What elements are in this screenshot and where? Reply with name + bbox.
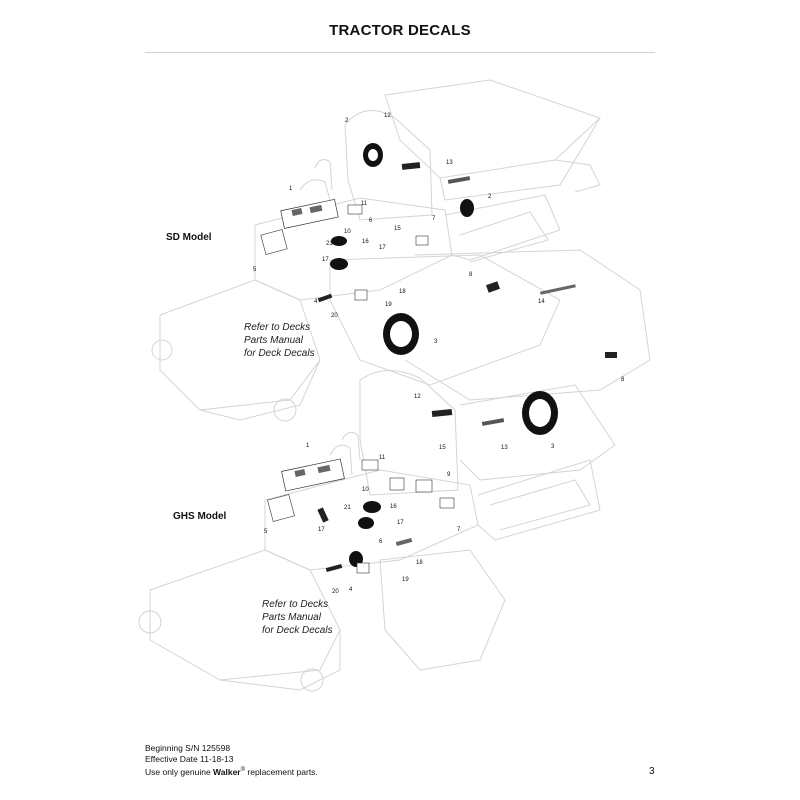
callout-number: 8: [621, 377, 625, 383]
callout-number: 17: [318, 527, 325, 533]
registered-mark: ®: [240, 767, 246, 773]
page-title: TRACTOR DECALS: [329, 22, 471, 39]
callout-number: 16: [390, 504, 397, 510]
genuine-parts-text: Use only genuine Walker® replacement par…: [145, 765, 318, 778]
genuine-prefix: Use only genuine: [145, 766, 214, 777]
callout-number: 4: [314, 299, 318, 305]
callout-number: 1: [306, 443, 310, 449]
callout-number: 3: [434, 339, 438, 345]
walker-logo-icon: [460, 199, 474, 217]
callout-number: 3: [551, 444, 555, 450]
callout-number: 9: [447, 472, 451, 478]
note-line: Refer to Decks: [244, 322, 311, 333]
note-line: Refer to Decks: [262, 599, 329, 610]
callout-number: 19: [402, 577, 409, 583]
serial-number-text: Beginning S/N 125598: [145, 743, 231, 753]
callout-number: 12: [414, 394, 421, 400]
callout-number: 21: [326, 241, 333, 247]
callout-number: 17: [397, 520, 404, 526]
callout-number: 8: [469, 272, 473, 278]
callout-number: 6: [379, 539, 383, 545]
callout-number: 20: [332, 589, 339, 595]
callout-number: 4: [349, 587, 353, 593]
callout-number: 13: [501, 445, 508, 451]
callout-number: 5: [264, 529, 268, 535]
sd-tractor-outline: [151, 79, 651, 422]
callout-number: 1: [289, 186, 293, 192]
callout-number: 21: [344, 505, 351, 511]
brand-name: Walker: [213, 766, 241, 777]
sd-decals: [260, 143, 617, 435]
callout-number: 18: [399, 289, 406, 295]
genuine-suffix: replacement parts.: [245, 766, 318, 777]
callout-number: 6: [369, 218, 373, 224]
page-number: 3: [649, 766, 655, 777]
ghs-decals: [267, 408, 505, 574]
callout-number: 5: [253, 267, 257, 273]
callout-number: 11: [379, 455, 386, 461]
callout-number: 16: [362, 239, 369, 245]
footer-info: Beginning S/N 125598 Effective Date 11-1…: [145, 743, 318, 778]
note-line: Parts Manual: [244, 335, 303, 346]
callout-number: 10: [344, 229, 351, 235]
callout-number: 20: [331, 313, 338, 319]
callout-number: 17: [379, 245, 386, 251]
sd-callouts: 2 12 13 1 11 2 6 10 16 15 7 21 17 5 17 8…: [253, 113, 625, 383]
note-line: Parts Manual: [262, 612, 321, 623]
sd-deck-decals-note: Refer to Decks Parts Manual for Deck Dec…: [244, 321, 315, 360]
ghs-deck-decals-note: Refer to Decks Parts Manual for Deck Dec…: [262, 598, 333, 637]
note-line: for Deck Decals: [262, 625, 333, 636]
callout-number: 12: [384, 113, 391, 119]
ghs-tractor-outline: [138, 369, 616, 692]
callout-number: 10: [362, 487, 369, 493]
callout-number: 2: [345, 118, 349, 124]
callout-number: 11: [361, 201, 368, 207]
callout-number: 19: [385, 302, 392, 308]
sd-model-label: SD Model: [166, 232, 212, 243]
callout-number: 18: [416, 560, 423, 566]
callout-number: 15: [439, 445, 446, 451]
effective-date-text: Effective Date 11-18-13: [145, 754, 234, 764]
callout-number: 17: [322, 257, 329, 263]
callout-number: 7: [432, 216, 436, 222]
callout-number: 13: [446, 160, 453, 166]
callout-number: 7: [457, 527, 461, 533]
callout-number: 15: [394, 226, 401, 232]
callout-number: 14: [538, 299, 545, 305]
title-divider: [145, 52, 655, 53]
callout-number: 2: [488, 194, 492, 200]
note-line: for Deck Decals: [244, 348, 315, 359]
ghs-callouts: 12 13 3 1 11 15 9 10 21 16 7 17 6 17 5 1…: [264, 394, 555, 595]
ghs-model-label: GHS Model: [173, 511, 227, 522]
